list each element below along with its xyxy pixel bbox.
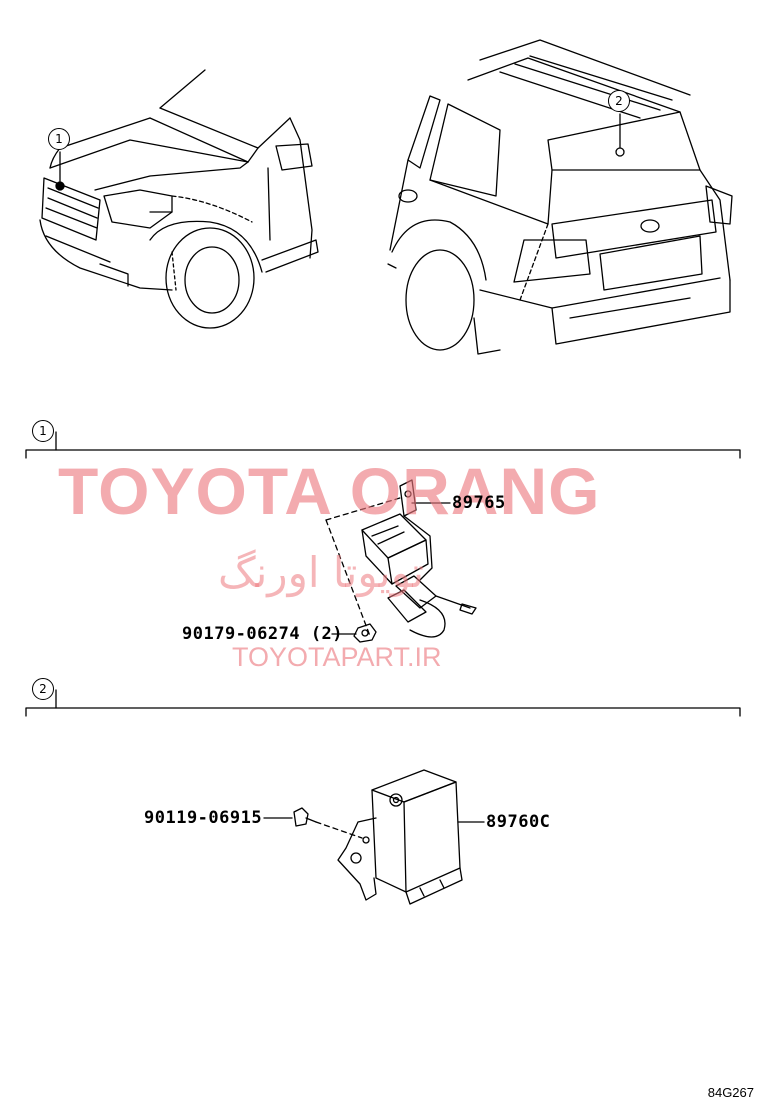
front-sensor-drawing — [325, 479, 477, 643]
part-number-front-sensor: 89765 — [452, 493, 506, 513]
rear-vehicle-drawing — [387, 39, 733, 355]
callout-1-front: 1 — [48, 128, 70, 150]
callout-2-section: 2 — [32, 678, 54, 700]
callout-2-rear: 2 — [608, 90, 630, 112]
part-number-rear-bolt: 90119-06915 — [144, 808, 263, 828]
section-2-bracket — [25, 689, 741, 717]
part-number-front-nut: 90179-06274 (2) — [182, 624, 344, 644]
front-vehicle-drawing — [39, 69, 319, 329]
watermark-brand: TOYOTA ORANG — [58, 454, 601, 528]
section-1-bracket — [25, 431, 741, 459]
callout-1-section: 1 — [32, 420, 54, 442]
watermark-persian: تویوتا اورنگ — [218, 548, 425, 597]
watermark-site: TOYOTAPART.IR — [232, 642, 442, 672]
rear-computer-drawing — [263, 769, 485, 905]
drawing-code: 84G267 — [707, 1085, 754, 1100]
part-number-rear-computer: 89760C — [486, 812, 551, 832]
